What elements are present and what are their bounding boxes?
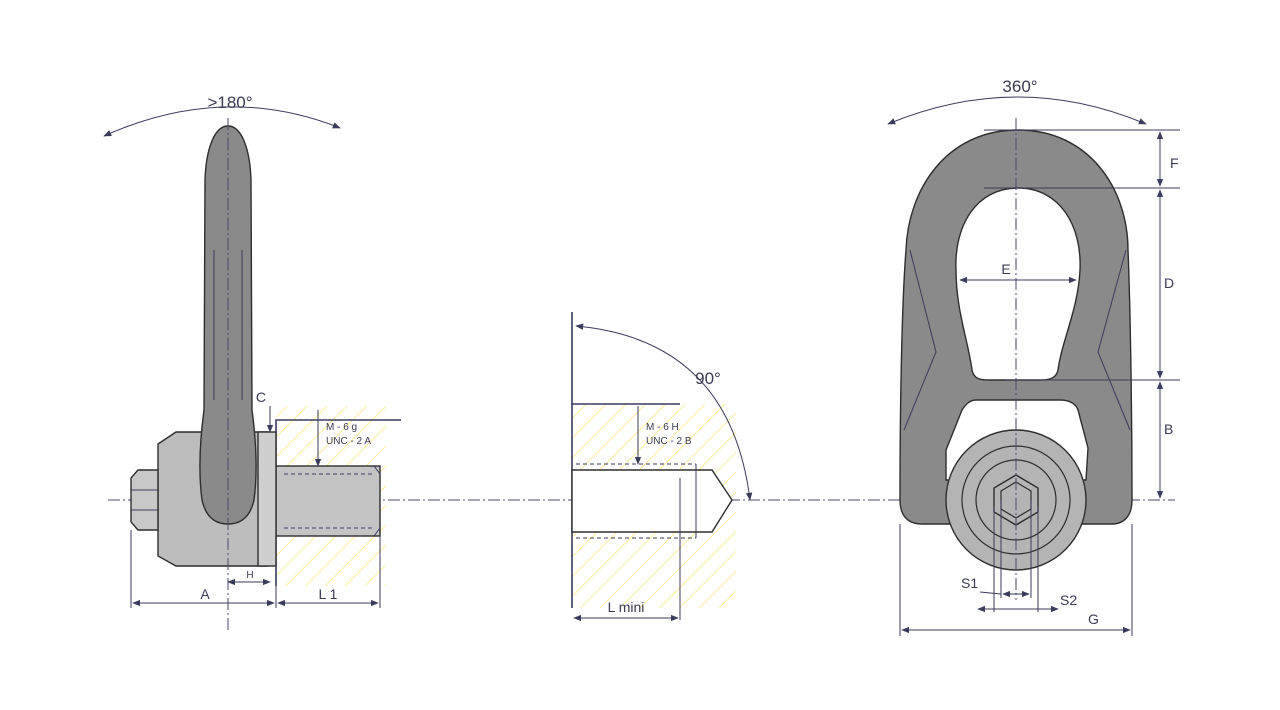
side-flange bbox=[257, 431, 277, 567]
front-view: 360° F D B E S1 S2 G bbox=[887, 77, 1180, 636]
front-dim-s2: S2 bbox=[1060, 592, 1077, 608]
side-hex-nut bbox=[130, 469, 159, 531]
side-dim-l1: L 1 bbox=[319, 586, 338, 602]
hole-rotation-arc bbox=[575, 323, 753, 501]
hole-rotation-label: 90° bbox=[695, 369, 721, 388]
hole-thread-line2: UNC - 2 B bbox=[646, 436, 692, 447]
side-dim-a: A bbox=[200, 586, 210, 602]
side-rotation-label: >180° bbox=[207, 93, 252, 112]
front-rotation-label: 360° bbox=[1002, 77, 1037, 96]
hole-dim-l-mini: L mini bbox=[608, 599, 645, 615]
side-rotation-arc bbox=[103, 106, 341, 137]
side-thread-line2: UNC - 2 A bbox=[326, 436, 371, 447]
threaded-hole bbox=[571, 469, 733, 533]
bolt-thread bbox=[275, 465, 381, 537]
front-dim-f: F bbox=[1170, 155, 1179, 171]
front-dim-d: D bbox=[1164, 275, 1174, 291]
side-thread-line1: M - 6 g bbox=[326, 422, 357, 433]
front-rotation-arc bbox=[887, 96, 1147, 125]
side-dim-c: C bbox=[256, 389, 266, 405]
front-dim-e: E bbox=[1001, 261, 1010, 277]
side-view: >180° M - 6 g UNC - 2 A C H A L 1 bbox=[103, 93, 401, 630]
hole-view: 90° M - 6 H UNC - 2 B L mini bbox=[571, 312, 753, 622]
front-dim-g: G bbox=[1088, 611, 1099, 627]
front-dim-s1: S1 bbox=[961, 575, 978, 591]
hole-thread-line1: M - 6 H bbox=[646, 422, 679, 433]
ring-eye bbox=[955, 187, 1081, 381]
front-dim-b: B bbox=[1164, 421, 1173, 437]
side-dim-h: H bbox=[246, 570, 253, 581]
